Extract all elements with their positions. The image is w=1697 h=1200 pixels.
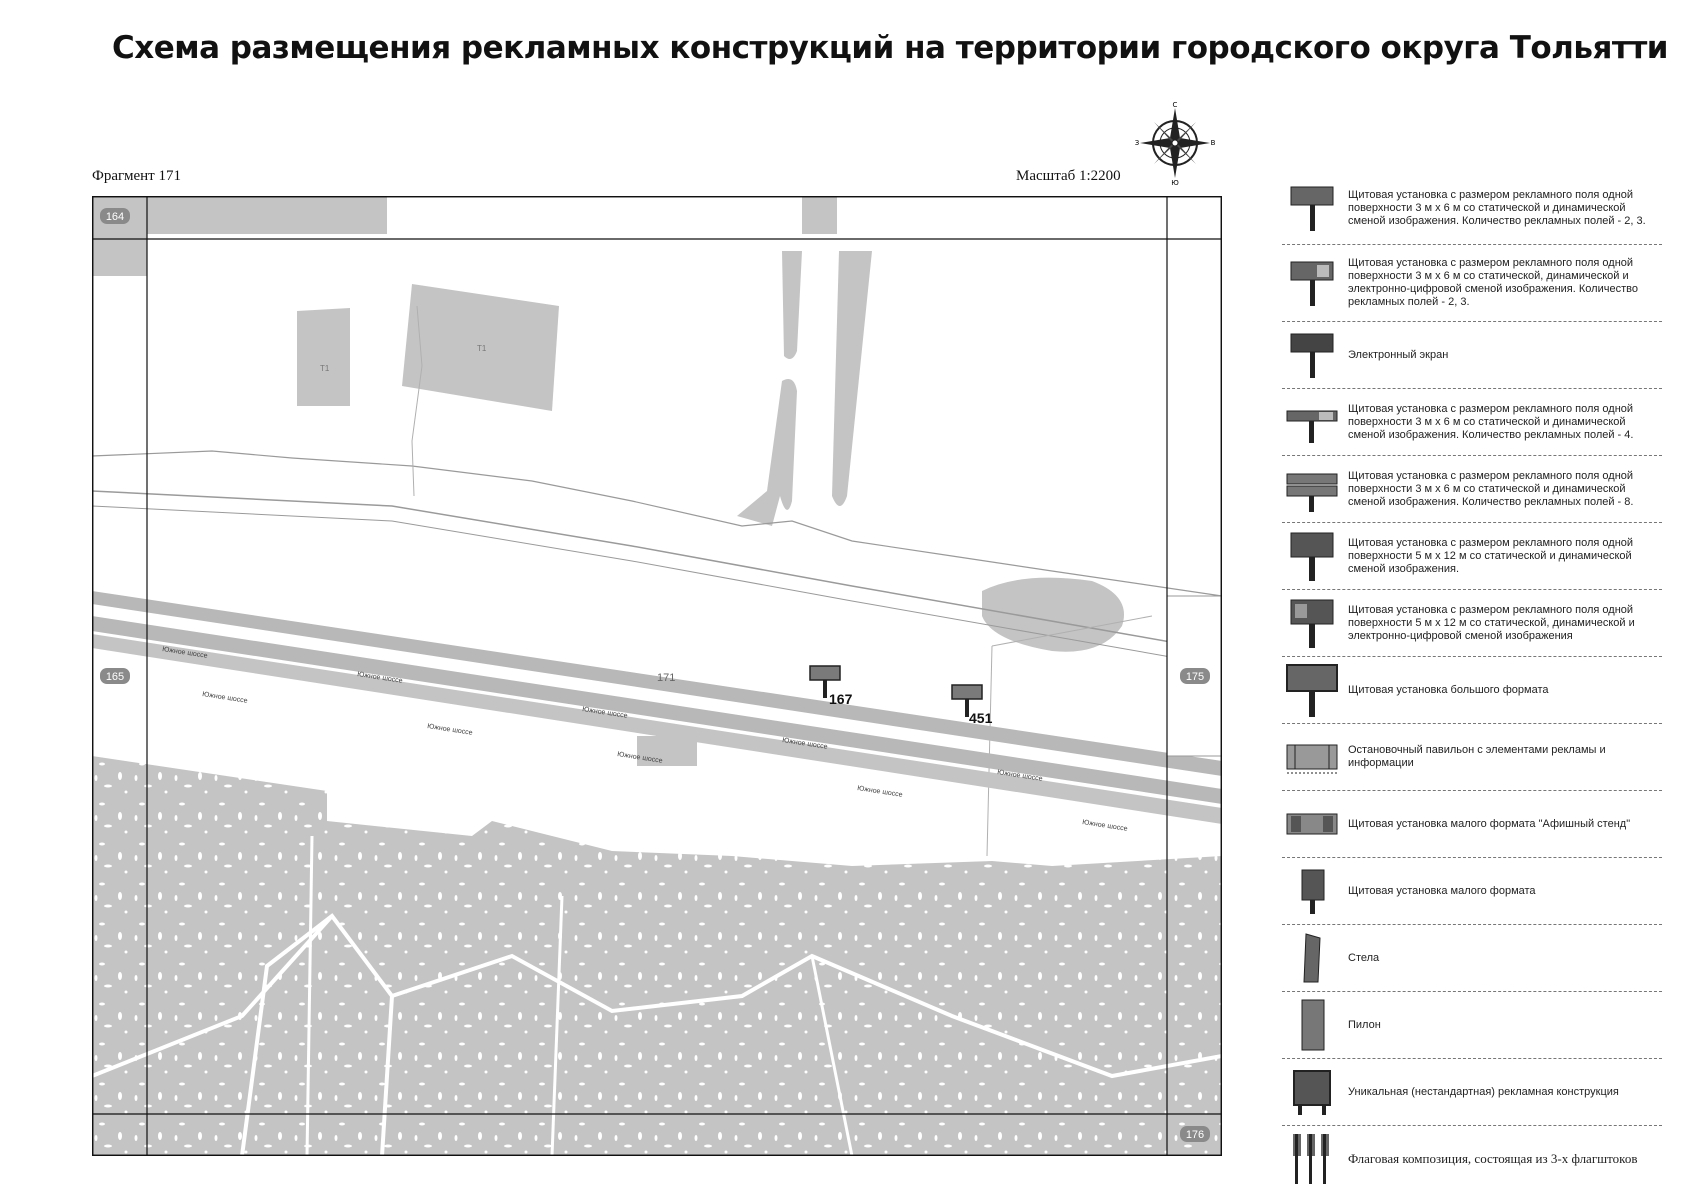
legend-item: Щитовая установка с размером рекламного … (1282, 172, 1662, 245)
svg-text:175: 175 (1186, 671, 1204, 683)
vegetation-area (92, 756, 1222, 1156)
legend-item: Остановочный павильон с элементами рекла… (1282, 724, 1662, 791)
page-title: Схема размещения рекламных конструкций н… (111, 30, 1669, 66)
billboard-marker-167[interactable]: 167 (809, 665, 853, 707)
building-label: Т1 (477, 344, 487, 353)
unique-structure-icon (1293, 1070, 1331, 1115)
svg-text:167: 167 (829, 691, 853, 707)
legend-item: Щитовая установка малого формата "Афишны… (1282, 791, 1662, 858)
legend: Щитовая установка с размером рекламного … (1282, 172, 1662, 1192)
billboard-marker-451[interactable]: 451 (951, 684, 993, 726)
billboard-large-digital-icon (1290, 599, 1334, 648)
compass-east: В (1211, 139, 1216, 147)
adjacent-fragment-164 (92, 196, 387, 276)
svg-text:165: 165 (106, 671, 124, 683)
legend-item: Флаговая композиция, состоящая из 3-х фл… (1282, 1126, 1662, 1192)
flag-composition-icon (1293, 1134, 1329, 1184)
road-carriageway (92, 591, 1222, 776)
fragment-number-165: 165 (100, 668, 130, 684)
legend-item: Щитовая установка большого формата (1282, 657, 1662, 724)
legend-item: Стела (1282, 925, 1662, 992)
pylon-icon (1301, 999, 1325, 1051)
legend-item: Щитовая установка с размером рекламного … (1282, 523, 1662, 590)
legend-item: Щитовая установка с размером рекламного … (1282, 456, 1662, 523)
green-area (982, 577, 1124, 652)
poster-stand-icon (1286, 813, 1338, 835)
building (297, 308, 350, 406)
small-board-icon (1301, 869, 1325, 914)
compass-north: С (1173, 101, 1178, 109)
fragment-number-175: 175 (1180, 668, 1210, 684)
svg-text:164: 164 (106, 211, 124, 223)
billboard-digital-icon (1290, 261, 1334, 306)
svg-text:176: 176 (1186, 1129, 1204, 1141)
fragment-number-164: 164 (100, 208, 130, 224)
fragment-label: Фрагмент 171 (92, 168, 181, 184)
building (637, 736, 697, 766)
fragment-number-176: 176 (1180, 1126, 1210, 1142)
big-format-board-icon (1286, 664, 1338, 717)
compass-rose-icon: С Ю З В (1135, 101, 1216, 186)
green-median (737, 378, 797, 526)
road-carriageway (92, 616, 1222, 804)
scale-label: Масштаб 1:2200 (1016, 168, 1121, 184)
compass-west: З (1135, 139, 1140, 147)
billboard-static-dynamic-icon (1290, 186, 1334, 231)
building-label: Т1 (320, 364, 330, 373)
legend-item: Щитовая установка малого формата (1282, 858, 1662, 925)
billboard-eight-fields-icon (1286, 473, 1338, 512)
compass-south: Ю (1171, 179, 1179, 186)
legend-item: Пилон (1282, 992, 1662, 1059)
billboard-large-static-icon (1290, 532, 1334, 581)
svg-text:451: 451 (969, 710, 993, 726)
bus-stop-pavilion-icon (1286, 744, 1338, 774)
map-canvas: 164 165 175 176 171 Т1 Т1 Южное шоссе Юж… (92, 196, 1222, 1156)
electronic-screen-icon (1290, 333, 1334, 378)
building (402, 284, 559, 411)
green-median (782, 251, 802, 360)
legend-item: Щитовая установка с размером рекламного … (1282, 590, 1662, 657)
legend-item: Щитовая установка с размером рекламного … (1282, 389, 1662, 456)
legend-item: Электронный экран (1282, 322, 1662, 389)
legend-item: Щитовая установка с размером рекламного … (1282, 245, 1662, 322)
stele-icon (1303, 933, 1321, 983)
legend-item: Уникальная (нестандартная) рекламная кон… (1282, 1059, 1662, 1126)
billboard-four-fields-icon (1286, 410, 1338, 443)
green-median (832, 251, 872, 506)
fragment-number-171: 171 (657, 672, 675, 684)
road-carriageway (92, 634, 1222, 824)
